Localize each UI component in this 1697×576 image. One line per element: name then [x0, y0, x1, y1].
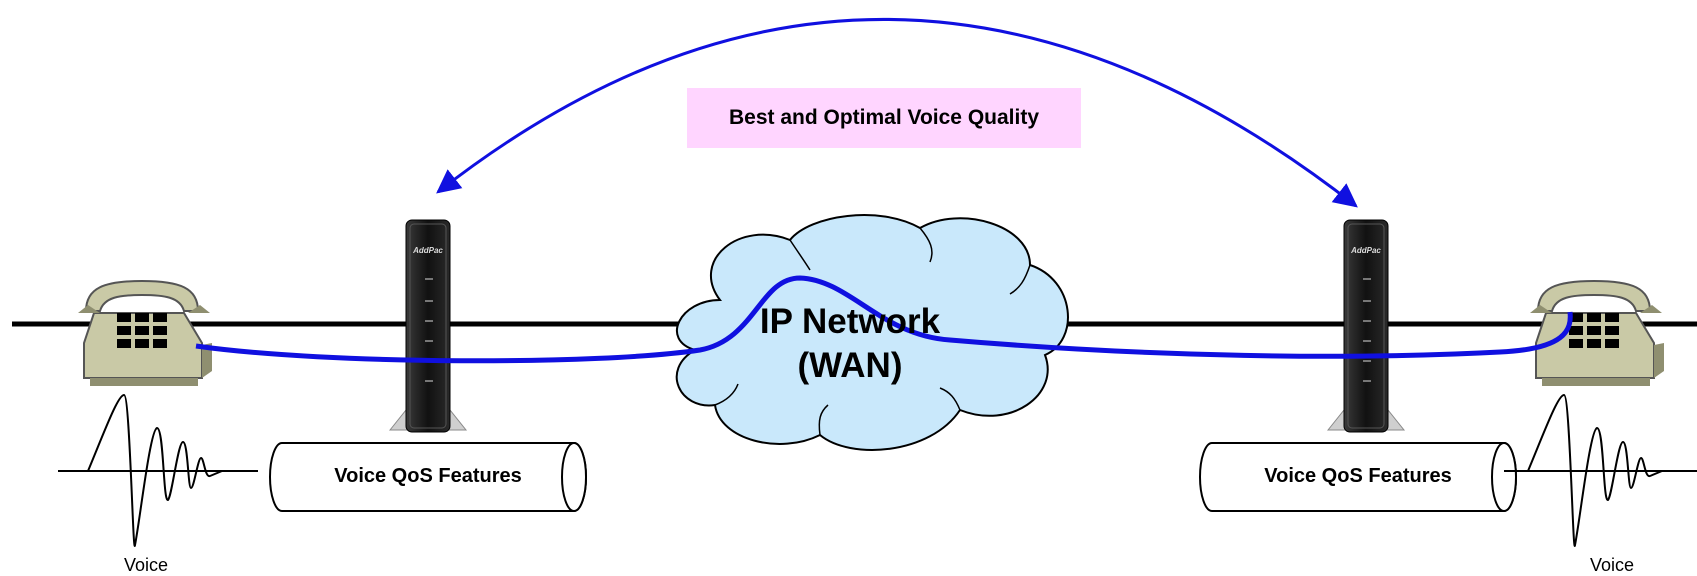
voice-waveform-icon	[1504, 393, 1697, 547]
voip-gateway-icon: AddPac	[388, 219, 468, 433]
cloud-label-line1: IP Network	[759, 302, 941, 341]
voip-gateway-icon: AddPac	[1326, 219, 1406, 433]
device-brand-label: AddPac	[412, 246, 443, 255]
telephone-icon	[1530, 279, 1664, 386]
quality-banner-text: Best and Optimal Voice Quality	[728, 106, 1040, 129]
quality-arc	[436, 17, 1358, 208]
device-brand-label: AddPac	[1350, 246, 1381, 255]
voice-waveform-icon	[58, 393, 258, 547]
cloud-icon	[675, 214, 1069, 451]
right-pipe-label: Voice QoS Features	[1264, 465, 1452, 487]
left-pipe-label: Voice QoS Features	[334, 465, 522, 487]
right-voice-label: Voice	[1590, 555, 1635, 575]
qos-pipe	[1199, 442, 1517, 512]
quality-banner: Best and Optimal Voice Quality	[687, 88, 1081, 148]
telephone-icon	[78, 279, 212, 386]
cloud-label-line2: (WAN)	[797, 346, 903, 385]
left-voice-label: Voice	[124, 555, 169, 575]
cloud-label: IP Network (WAN)	[700, 300, 1000, 388]
voice-signal-path	[195, 275, 1573, 364]
qos-pipe	[269, 442, 587, 512]
